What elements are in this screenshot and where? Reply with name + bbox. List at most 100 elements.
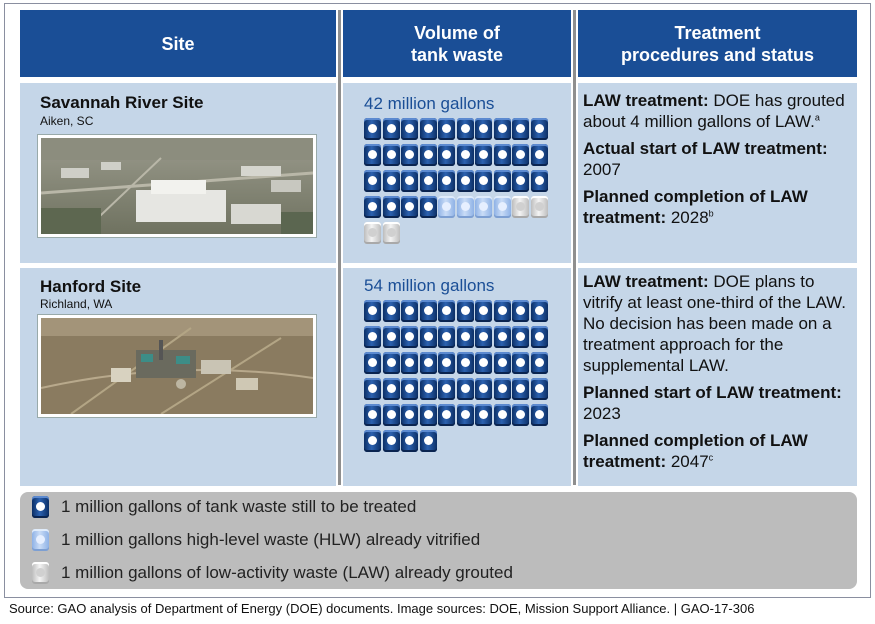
barrel-dark-blue-icon (401, 430, 418, 452)
barrel-dark-blue-icon (419, 300, 437, 322)
barrel-dark-blue-icon (364, 352, 381, 374)
barrel-dark-blue-icon (493, 170, 511, 192)
treatment-cell-hanford (578, 268, 857, 486)
barrel-white-icon (364, 222, 381, 244)
barrel-dark-blue-icon (364, 118, 381, 140)
barrel-dark-blue-icon (438, 170, 455, 192)
barrel-dark-blue-icon (438, 300, 455, 322)
barrel-dark-blue-icon (401, 144, 418, 166)
barrel-dark-blue-icon (364, 404, 381, 426)
barrel-dark-blue-icon (530, 170, 548, 192)
barrel-dark-blue-icon (475, 326, 492, 348)
footnote-marker: a (814, 112, 820, 123)
treatment-item: Planned completion of LAW treatment: 202… (583, 187, 808, 227)
legend-item-law-grouted: 1 million gallons of low-activity waste … (32, 562, 513, 584)
barrel-grid-hanford (364, 300, 548, 454)
barrel-dark-blue-icon (512, 170, 529, 192)
barrel-dark-blue-icon (512, 118, 529, 140)
barrel-dark-blue-icon (512, 378, 529, 400)
barrel-dark-blue-icon (493, 144, 511, 166)
barrel-white-icon (32, 562, 49, 584)
legend-item-hlw-vitrified: 1 million gallons high-level waste (HLW)… (32, 529, 480, 551)
barrel-dark-blue-icon (456, 300, 474, 322)
barrel-dark-blue-icon (456, 352, 474, 374)
barrel-dark-blue-icon (438, 118, 455, 140)
treatment-cell-savannah (578, 83, 857, 263)
barrel-dark-blue-icon (382, 430, 400, 452)
treatment-item: LAW treatment: DOE has grouted about 4 m… (583, 91, 845, 131)
footnote-marker: c (708, 452, 714, 463)
barrel-dark-blue-icon (475, 378, 492, 400)
barrel-dark-blue-icon (382, 118, 400, 140)
barrel-dark-blue-icon (401, 196, 418, 218)
barrel-dark-blue-icon (401, 118, 418, 140)
barrel-dark-blue-icon (419, 352, 437, 374)
barrel-dark-blue-icon (512, 326, 529, 348)
barrel-dark-blue-icon (401, 326, 418, 348)
column-divider (338, 10, 341, 485)
volume-label: 42 million gallons (364, 94, 495, 113)
barrel-dark-blue-icon (419, 170, 437, 192)
barrel-dark-blue-icon (475, 300, 492, 322)
barrel-dark-blue-icon (456, 378, 474, 400)
header-volume: Volume of tank waste (343, 10, 571, 77)
header-site: Site (20, 10, 336, 77)
barrel-dark-blue-icon (364, 326, 381, 348)
barrel-dark-blue-icon (456, 404, 474, 426)
barrel-dark-blue-icon (364, 170, 381, 192)
barrel-dark-blue-icon (401, 378, 418, 400)
barrel-dark-blue-icon (493, 404, 511, 426)
barrel-dark-blue-icon (382, 300, 400, 322)
barrel-dark-blue-icon (364, 378, 381, 400)
barrel-dark-blue-icon (364, 196, 381, 218)
barrel-dark-blue-icon (456, 118, 474, 140)
barrel-dark-blue-icon (493, 300, 511, 322)
barrel-dark-blue-icon (419, 144, 437, 166)
header-treatment: Treatment procedures and status (578, 10, 857, 77)
barrel-dark-blue-icon (32, 496, 49, 518)
barrel-dark-blue-icon (419, 378, 437, 400)
site-name: Savannah River Site (40, 93, 204, 112)
site-photo-savannah (38, 135, 316, 237)
treatment-item: Planned start of LAW treatment: 2023 (583, 383, 842, 423)
barrel-dark-blue-icon (438, 352, 455, 374)
barrel-dark-blue-icon (456, 326, 474, 348)
barrel-dark-blue-icon (382, 144, 400, 166)
barrel-dark-blue-icon (382, 196, 400, 218)
barrel-dark-blue-icon (401, 170, 418, 192)
barrel-dark-blue-icon (512, 144, 529, 166)
barrel-dark-blue-icon (382, 352, 400, 374)
barrel-dark-blue-icon (493, 352, 511, 374)
barrel-white-icon (530, 196, 548, 218)
barrel-dark-blue-icon (364, 430, 381, 452)
legend: 1 million gallons of tank waste still to… (20, 492, 857, 589)
barrel-dark-blue-icon (401, 300, 418, 322)
treatment-item: Planned completion of LAW treatment: 204… (583, 431, 808, 471)
barrel-dark-blue-icon (530, 352, 548, 374)
barrel-light-blue-icon (493, 196, 511, 218)
site-photo-hanford (38, 315, 316, 417)
barrel-light-blue-icon (438, 196, 455, 218)
barrel-dark-blue-icon (475, 352, 492, 374)
barrel-grid-savannah (364, 118, 548, 246)
barrel-dark-blue-icon (530, 326, 548, 348)
barrel-dark-blue-icon (364, 144, 381, 166)
barrel-dark-blue-icon (512, 404, 529, 426)
barrel-dark-blue-icon (438, 144, 455, 166)
barrel-dark-blue-icon (530, 404, 548, 426)
barrel-dark-blue-icon (512, 300, 529, 322)
barrel-white-icon (512, 196, 529, 218)
barrel-dark-blue-icon (493, 326, 511, 348)
barrel-dark-blue-icon (401, 404, 418, 426)
treatment-text-hanford: LAW treatment: DOE plans to vitrify at l… (583, 271, 853, 478)
barrel-dark-blue-icon (419, 196, 437, 218)
barrel-dark-blue-icon (530, 118, 548, 140)
barrel-dark-blue-icon (530, 300, 548, 322)
volume-label: 54 million gallons (364, 276, 495, 295)
barrel-dark-blue-icon (456, 170, 474, 192)
legend-item-still-to-treat: 1 million gallons of tank waste still to… (32, 496, 416, 518)
treatment-item: Actual start of LAW treatment: 2007 (583, 139, 828, 179)
treatment-item: LAW treatment: DOE plans to vitrify at l… (583, 272, 846, 375)
barrel-dark-blue-icon (438, 404, 455, 426)
barrel-dark-blue-icon (382, 326, 400, 348)
